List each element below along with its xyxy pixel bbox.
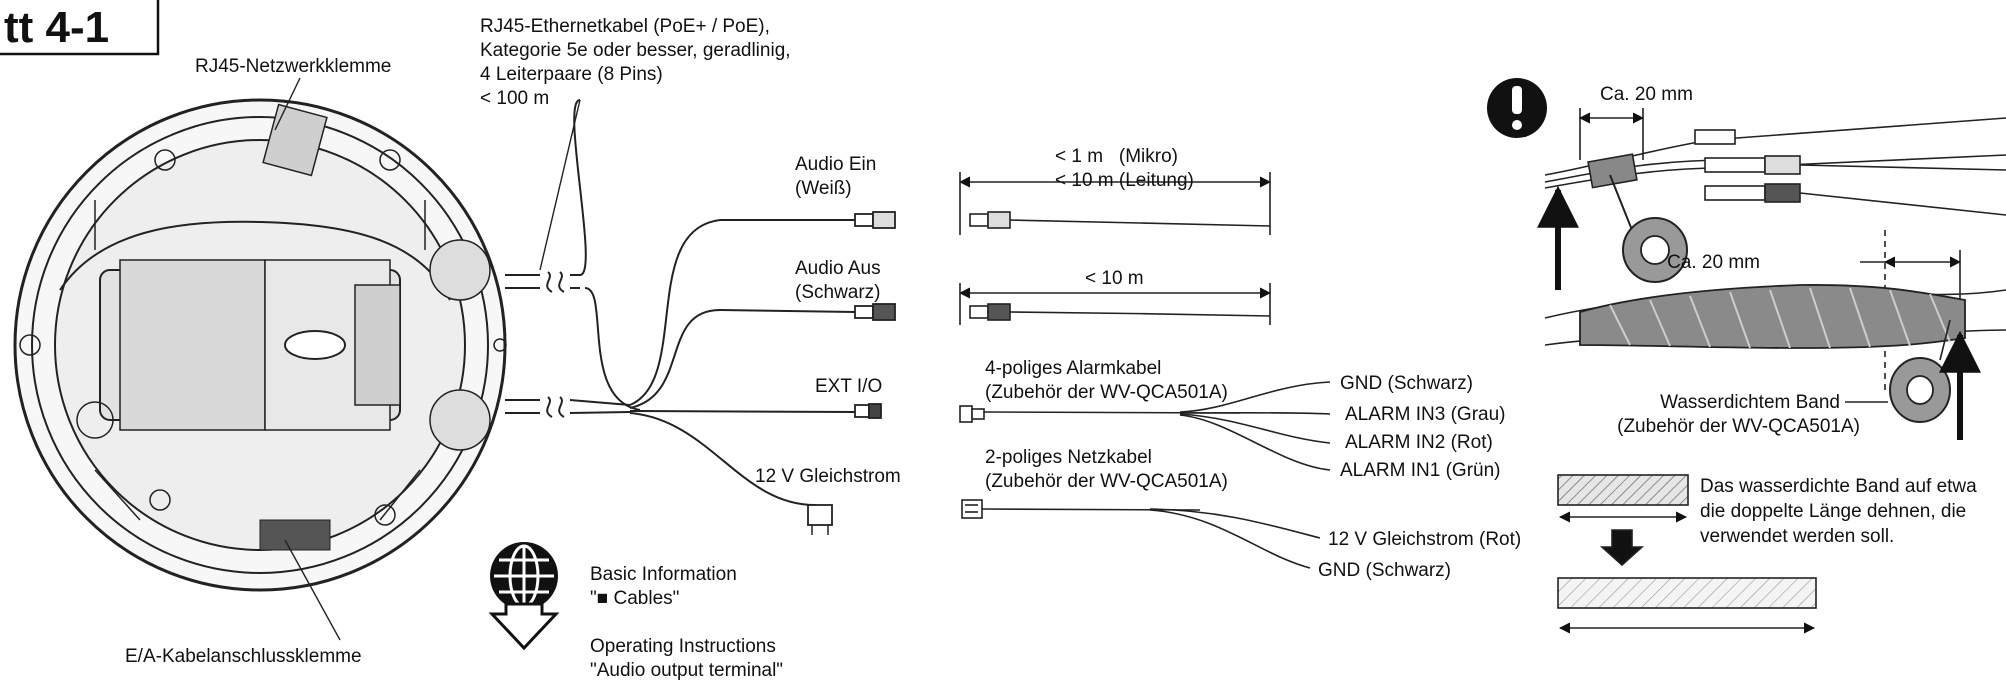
power-pin-12v: 12 V Gleichstrom (Rot) <box>1328 529 1521 550</box>
alarm-pin-in1: ALARM IN1 (Grün) <box>1340 460 1500 481</box>
audio-in-length-label-2: < 10 m (Leitung) <box>1055 170 1194 191</box>
power-pin-gnd: GND (Schwarz) <box>1318 560 1451 581</box>
io-terminal-label: E/A-Kabelanschlussklemme <box>125 646 362 667</box>
exclamation-icon <box>1487 78 1547 138</box>
alarm-cable-label-1: 4-poliges Alarmkabel <box>985 358 1161 379</box>
audio-in-label-1: Audio Ein <box>795 154 876 175</box>
audio-in-length-label-1: < 1 m (Mikro) <box>1055 146 1178 167</box>
pointer-lines <box>274 77 581 641</box>
rj45-terminal-label: RJ45-Netzwerkklemme <box>195 56 391 77</box>
alarm-cable <box>959 381 1331 471</box>
ethernet-cable-label-4: < 100 m <box>480 88 549 109</box>
globe-download-icon <box>488 542 560 651</box>
ext-io-label: EXT I/O <box>815 376 882 397</box>
audio-out-label-1: Audio Aus <box>795 258 881 279</box>
power-cable-label-1: 2-poliges Netzkabel <box>985 447 1152 468</box>
ethernet-cable-label-1: RJ45-Ethernetkabel (PoE+ / PoE), <box>480 16 770 37</box>
tape-stretch <box>1557 474 1817 634</box>
alarm-pin-gnd: GND (Schwarz) <box>1340 373 1473 394</box>
audio-in-label-2: (Weiß) <box>795 178 852 199</box>
audio-out-length <box>958 283 1272 325</box>
tape-label-1: Wasserdichtem Band <box>1660 392 1840 413</box>
power-cable-label-2: (Zubehör der WV-QCA501A) <box>985 471 1228 492</box>
tape-note-2: die doppelte Länge dehnen, die <box>1700 501 1966 522</box>
tape-detail-top <box>1544 108 2006 283</box>
ca20-top-dim: Ca. 20 mm <box>1600 84 1693 105</box>
tape-detail-mid <box>1544 230 2006 423</box>
audio-out-length-label: < 10 m <box>1085 268 1144 289</box>
ca20-top-label: Ca. 20 mm <box>1667 252 1760 273</box>
tape-note-3: verwendet werden soll. <box>1700 526 1894 547</box>
alarm-pin-in2: ALARM IN2 (Rot) <box>1345 432 1493 453</box>
basic-info-label-1: Basic Information <box>590 564 737 585</box>
basic-info-label-2: "■ Cables" <box>590 588 679 609</box>
tape-label-2: (Zubehör der WV-QCA501A) <box>1617 416 1860 437</box>
operating-label-1: Operating Instructions <box>590 636 776 657</box>
tape-note-1: Das wasserdichte Band auf etwa <box>1700 476 1977 497</box>
audio-out-label-2: (Schwarz) <box>795 282 881 303</box>
ethernet-cable-label-2: Kategorie 5e oder besser, geradlinig, <box>480 40 791 61</box>
ethernet-cable-label-3: 4 Leiterpaare (8 Pins) <box>480 64 663 85</box>
dc12v-label: 12 V Gleichstrom <box>755 466 901 487</box>
operating-label-2: "Audio output terminal" <box>590 660 783 681</box>
camera-body <box>13 98 507 592</box>
title-box: tt 4-1 <box>0 0 160 56</box>
audio-in-length <box>958 172 1272 235</box>
page-title: tt 4-1 <box>4 3 109 52</box>
alarm-pin-in3: ALARM IN3 (Grau) <box>1345 404 1505 425</box>
power-cable <box>961 499 1321 569</box>
connector-plugs <box>807 211 896 535</box>
cables <box>505 99 856 515</box>
alarm-cable-label-2: (Zubehör der WV-QCA501A) <box>985 382 1228 403</box>
